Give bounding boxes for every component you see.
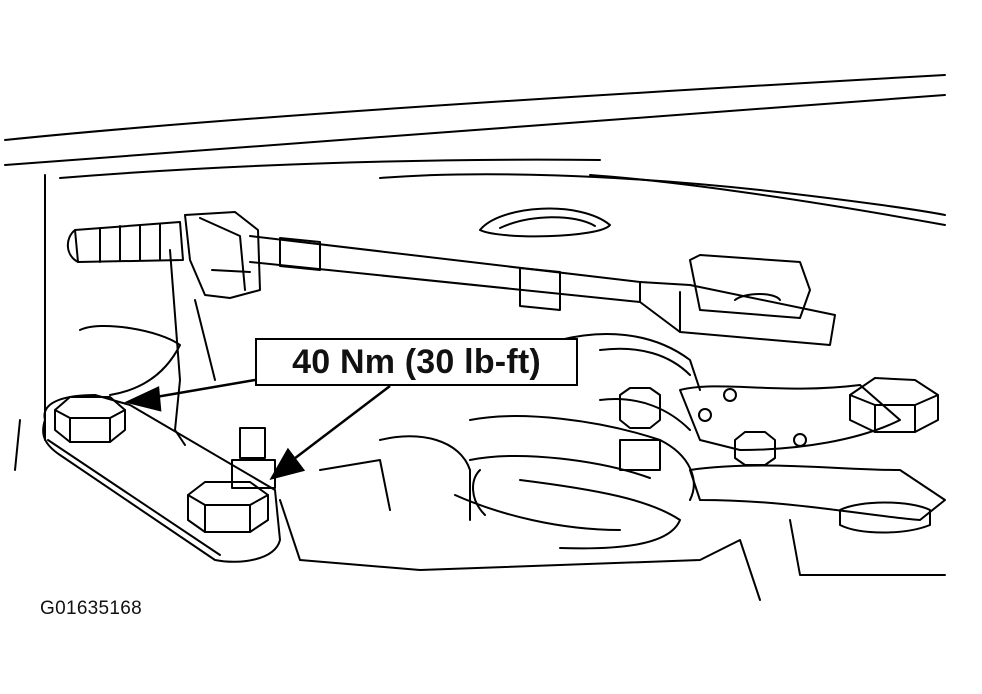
- mounting-plate: [42, 394, 281, 563]
- plate-bolt-left: [54, 396, 126, 443]
- plate-bolt-right: [187, 481, 269, 533]
- shift-cable: [66, 221, 836, 346]
- torque-label: 40 Nm (30 lb-ft): [292, 342, 541, 381]
- figure-id: G01635168: [40, 598, 143, 619]
- callout-leaders: [124, 378, 391, 480]
- lower-housing: [14, 419, 946, 601]
- cable-bracket: [169, 211, 261, 446]
- right-bolt: [839, 377, 939, 534]
- arrow-head-right: [269, 447, 306, 480]
- body-panel-outline: [4, 74, 946, 441]
- center-studs: [231, 387, 776, 489]
- arrow-head-left: [124, 386, 162, 412]
- torque-callout: 40 Nm (30 lb-ft): [255, 338, 578, 386]
